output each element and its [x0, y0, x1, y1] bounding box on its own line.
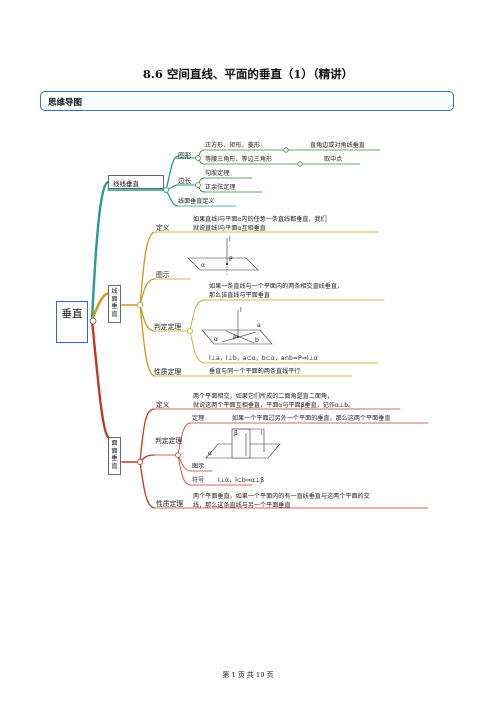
- lp-figure-label-p: P: [229, 256, 233, 263]
- node-lp-figure: 图示: [156, 271, 170, 279]
- node-plane-plane: 面面垂直: [108, 437, 121, 475]
- lp-definition-text-2: 就说直线l与平面α互相垂直: [193, 225, 266, 232]
- lp-definition-text-1: 如果直线l与平面α内的任意一条直线都垂直，我们: [193, 216, 327, 223]
- lp-criterion-fig-alpha: α: [214, 336, 219, 343]
- figure-criterion: [201, 310, 273, 345]
- node-lp-property: 性质定理: [154, 368, 182, 376]
- node-shape-item2-note: 取中点: [324, 156, 343, 163]
- pp-symbol-text: l⊥α，l⊂b⇒α⊥β: [218, 477, 265, 484]
- node-shape-item1-note: 直角边或对角线垂直: [310, 142, 365, 149]
- node-line-line: 线线垂直: [108, 175, 164, 189]
- node-shape: 图形: [178, 152, 192, 160]
- node-line-plane: 线面垂直: [108, 285, 121, 323]
- node-pp-criterion-1: 判定定理: [155, 437, 183, 445]
- node-line-plane-definition-ref: 线面垂直定义: [178, 198, 215, 205]
- node-pythagoras: 勾股定理: [205, 170, 230, 177]
- lp-criterion-fig-b: b: [255, 337, 259, 344]
- lp-criterion-fig-l: l: [240, 307, 242, 314]
- node-pp-property: 性质定理: [156, 500, 184, 508]
- node-pp-theorem: 定理: [192, 415, 205, 422]
- lp-criterion-symbol: l⊥a，l⊥b，a⊂α，b⊂α，a∩b=P⇒l⊥α: [209, 355, 318, 362]
- pp-property-text-1: 两个平面垂直，如果一个平面内的有一直线垂直与这两个平面的交: [193, 493, 370, 500]
- mindmap-root: 垂直: [56, 301, 88, 343]
- lp-figure-label-l: l: [229, 236, 231, 243]
- node-shape-item2: 等腰三角形、等边三角形: [205, 156, 273, 163]
- node-lp-definition: 定义: [156, 224, 170, 232]
- node-lp-criterion: 判定定理: [154, 323, 182, 331]
- node-side-length: 边长: [178, 177, 192, 185]
- node-shape-item1: 正方形、矩形、菱形: [205, 142, 260, 149]
- pp-property-text-2: 线，那么这条直线与另一个平面垂直: [193, 502, 291, 509]
- node-pp-definition: 定义: [156, 401, 170, 409]
- pp-figure-l: l: [261, 430, 263, 437]
- section-label: 思维导图: [48, 98, 83, 108]
- document-title: 8.6 空间直线、平面的垂直（1）（精讲）: [142, 67, 354, 81]
- lp-criterion-text-2: 那么该直线与平面垂直: [209, 292, 270, 299]
- pp-definition-text-1: 两个平面相交，如果它们所成的二面角是直二面角，: [193, 393, 334, 400]
- pp-figure-beta: β: [234, 430, 238, 437]
- lp-property-text: 垂直与同一个平面的两条直线平行: [209, 368, 301, 375]
- pp-definition-text-2: 就说这两个平面互相垂直，平面α与平面β垂直，记作α⊥b。: [193, 402, 355, 409]
- node-pp-figure: 图示: [192, 463, 205, 470]
- lp-criterion-text-1: 如果一条直线与一个平面内的两条相交直线垂直，: [209, 283, 344, 290]
- figure-line-plane: [187, 238, 259, 276]
- node-pp-symbol: 符号: [192, 477, 205, 484]
- pp-theorem-text: 如果一个平面过另外一个平面的垂直，那么这两个平面垂直: [232, 415, 391, 422]
- page-footer: 第 1 页 共 19 页: [222, 671, 274, 679]
- section-header-box: [40, 91, 454, 111]
- pp-figure-alpha: α: [208, 450, 213, 457]
- lp-criterion-fig-p: P: [233, 335, 237, 342]
- node-cosine-rule: 正余弦定理: [205, 184, 236, 191]
- lp-figure-label-alpha: α: [201, 262, 206, 269]
- figure-plane-plane: [205, 428, 281, 459]
- lp-criterion-fig-a: a: [257, 322, 261, 329]
